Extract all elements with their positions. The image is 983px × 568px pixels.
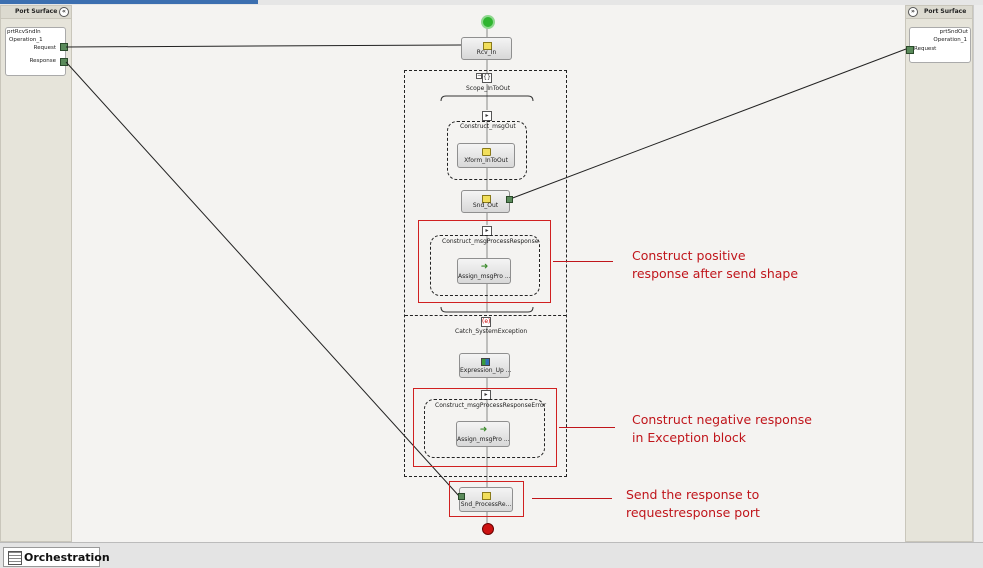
orchestration-icon [8, 551, 22, 565]
send-annotation-line1: Send the response to [626, 487, 760, 502]
operation-label: Operation_1 [9, 37, 43, 43]
send-out-shape-label: Snd_Out [472, 202, 499, 209]
expression-shape-label: Expression_Up ... [460, 367, 512, 374]
port-name: prtSndOut [939, 29, 968, 35]
start-shape[interactable] [481, 15, 495, 29]
top-bar [0, 0, 983, 5]
message-icon [482, 42, 492, 50]
assign-response-label: Assign_msgPro ... [458, 273, 511, 280]
catch-icon[interactable]: (e) [481, 317, 491, 327]
snd-out-port-connector[interactable] [506, 196, 513, 203]
negative-annotation-line1: Construct negative response [632, 412, 812, 427]
assign-response-shape[interactable]: ➜ Assign_msgPro ... [457, 258, 511, 284]
send-out-shape[interactable]: Snd_Out [461, 190, 510, 213]
positive-annotation-line1: Construct positive [632, 248, 746, 263]
request-label: Request [33, 45, 56, 51]
expression-icon [480, 358, 490, 366]
scope-box[interactable] [404, 70, 567, 477]
construct-process-response-error-box[interactable] [424, 399, 545, 458]
construct-process-response-error-label: Construct_msgProcessResponseError [435, 402, 547, 409]
catch-label: Catch_SystemException [455, 328, 528, 335]
operation-label: Operation_1 [933, 37, 967, 43]
negative-annotation-line [559, 427, 615, 428]
left-port-surface: Port Surface « prtRcvSndIn Operation_1 R… [0, 5, 72, 542]
construct-msg-out-label: Construct_msgOut [460, 123, 516, 130]
send-process-response-shape[interactable]: Snd_ProcessRe... [459, 487, 513, 512]
left-port-surface-header: Port Surface « [1, 6, 71, 19]
catch-divider [405, 315, 566, 316]
collapse-left-icon[interactable]: « [59, 7, 69, 17]
construct-process-response-box[interactable] [430, 235, 540, 296]
positive-annotation-line [553, 261, 613, 262]
send-response-highlight [449, 481, 524, 517]
assign-icon: ➜ [479, 425, 488, 435]
scope-icon[interactable]: {} [482, 73, 492, 83]
receive-shape-label: Rcv_In [476, 49, 497, 56]
assign-error-label: Assign_msgPro ... [457, 436, 510, 443]
negative-annotation: Construct negative response in Exception… [632, 411, 812, 447]
left-port-surface-title: Port Surface [15, 8, 58, 15]
transform-icon [482, 148, 491, 156]
positive-annotation-line2: response after send shape [632, 266, 799, 281]
right-port-surface: » Port Surface prtSndOut Operation_1 Req… [905, 5, 973, 542]
top-accent [0, 0, 258, 4]
scope-label: Scope_InToOut [466, 85, 511, 92]
scope-collapse-icon[interactable]: − [476, 72, 483, 79]
send-annotation: Send the response to requestresponse por… [626, 486, 760, 522]
positive-response-highlight [418, 220, 551, 303]
right-port-surface-header: » Port Surface [906, 6, 972, 19]
port-rcv-snd-in[interactable]: prtRcvSndIn Operation_1 Request Response [5, 27, 66, 76]
request-label: Request [914, 46, 937, 52]
construct-icon[interactable]: ▸ [482, 111, 492, 121]
port-snd-out[interactable]: prtSndOut Operation_1 Request [909, 27, 971, 63]
negative-annotation-line2: in Exception block [632, 430, 747, 445]
bottom-tab-bar: Orchestration [0, 542, 983, 568]
snd-process-port-connector[interactable] [458, 493, 465, 500]
construct-process-response-label: Construct_msgProcessResponse [442, 238, 539, 245]
collapse-right-icon[interactable]: » [908, 7, 918, 17]
expression-shape[interactable]: Expression_Up ... [459, 353, 512, 378]
transform-shape-label: Xform_InToOut [464, 157, 508, 164]
send-annotation-line [532, 498, 612, 499]
right-port-surface-title: Port Surface [924, 8, 967, 15]
negative-response-highlight [413, 388, 557, 467]
transform-shape[interactable]: Xform_InToOut [457, 143, 515, 168]
snd-request-connector[interactable] [906, 46, 914, 54]
port-name: prtRcvSndIn [7, 29, 41, 35]
tab-orchestration[interactable]: Orchestration [3, 547, 110, 567]
response-label: Response [29, 58, 56, 64]
tab-orchestration-label: Orchestration [24, 551, 110, 564]
send-process-response-label: Snd_ProcessRe... [460, 501, 512, 508]
message-icon [481, 195, 491, 203]
positive-annotation: Construct positive response after send s… [632, 247, 798, 283]
construct-msg-out-box[interactable] [447, 121, 527, 180]
assign-error-shape[interactable]: ➜ Assign_msgPro ... [456, 421, 510, 447]
message-icon [482, 492, 491, 500]
end-shape[interactable] [482, 523, 494, 535]
send-annotation-line2: requestresponse port [626, 505, 760, 520]
assign-icon: ➜ [480, 262, 489, 272]
receive-shape[interactable]: Rcv_In [461, 37, 512, 60]
response-connector[interactable] [60, 58, 68, 66]
vertical-scrollbar[interactable] [973, 5, 983, 542]
